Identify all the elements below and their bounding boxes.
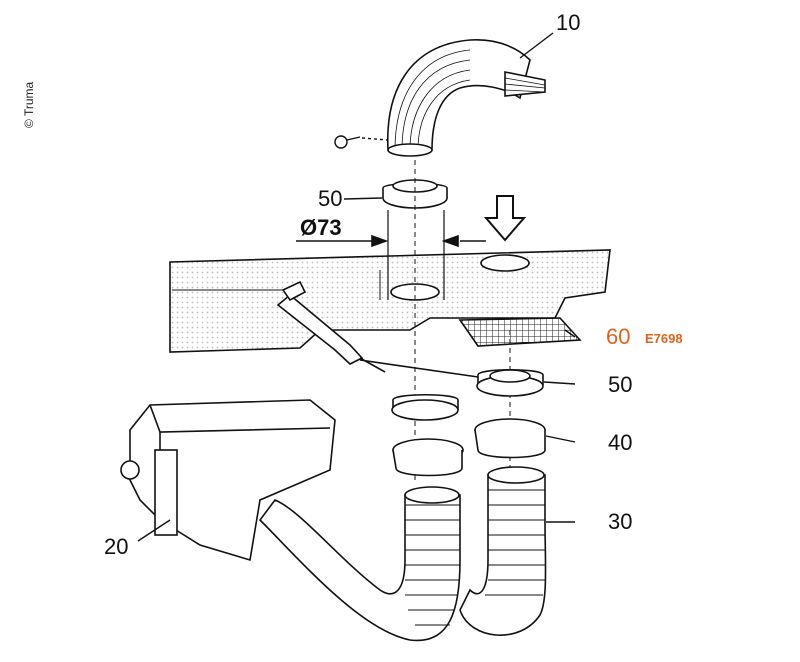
corrugated-duct-left bbox=[258, 486, 461, 642]
copyright-text: © Truma bbox=[22, 81, 36, 128]
mesh-grille bbox=[458, 317, 582, 347]
part-code: E7698 bbox=[645, 331, 683, 346]
ring-50-top bbox=[382, 179, 448, 209]
screw bbox=[334, 135, 389, 149]
diameter-label: Ø73 bbox=[300, 215, 342, 240]
down-arrow-icon bbox=[483, 195, 527, 242]
ring-50-right bbox=[476, 369, 544, 397]
ring-40-right bbox=[474, 418, 546, 459]
upper-duct bbox=[386, 39, 546, 157]
floor-panel bbox=[169, 249, 611, 353]
corrugated-duct-right bbox=[459, 466, 547, 636]
label-50-right: 50 bbox=[608, 372, 633, 397]
label-10: 10 bbox=[556, 10, 581, 35]
ring-left-upper bbox=[391, 394, 459, 421]
floor-openings bbox=[390, 254, 530, 301]
diameter-callout bbox=[296, 210, 486, 300]
ring-left-lower bbox=[392, 438, 464, 477]
sealant-gun bbox=[276, 280, 486, 379]
label-60: 60 bbox=[606, 324, 631, 349]
label-50-top: 50 bbox=[318, 186, 343, 211]
label-30: 30 bbox=[608, 509, 633, 534]
label-20: 20 bbox=[104, 534, 129, 559]
label-40: 40 bbox=[608, 430, 633, 455]
leader-lines bbox=[137, 32, 576, 542]
heater-unit bbox=[120, 399, 336, 562]
